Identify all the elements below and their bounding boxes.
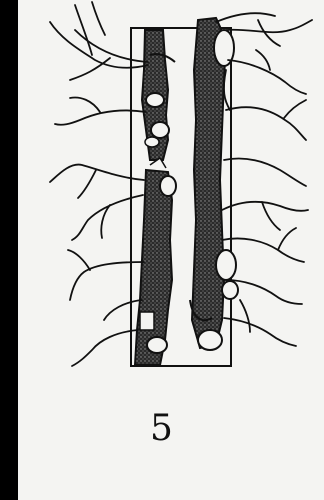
left-strand-upper: [142, 30, 175, 160]
figure-number-label: 5: [0, 408, 324, 449]
fibers: [50, 2, 312, 366]
